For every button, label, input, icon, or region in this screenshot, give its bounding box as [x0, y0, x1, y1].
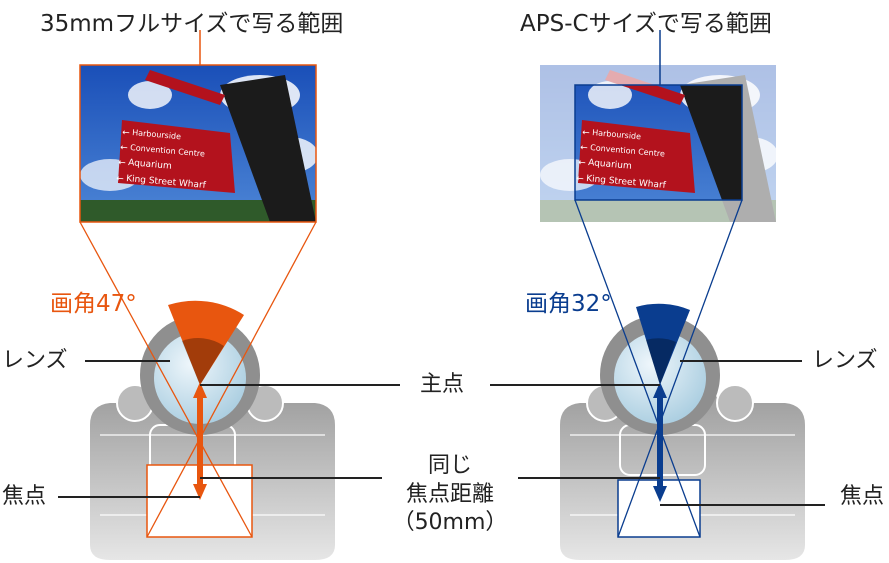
- lens-label-left: レンズ: [2, 348, 68, 373]
- aps-c-crop: Harbourside Convention Centre Aquarium K…: [575, 85, 742, 200]
- aps-c-angle-wedge: [636, 303, 690, 385]
- sign-aquarium: Aquarium: [128, 158, 172, 172]
- aps-c-angle-label: 画角32°: [525, 291, 612, 317]
- full-frame-photo: Harbourside Convention Centre Aquarium K…: [80, 65, 318, 222]
- aps-c-sign-aquarium: Aquarium: [588, 158, 632, 172]
- principal-point-label: 主点: [420, 372, 465, 397]
- same-focal-length-line2: 焦点距離: [405, 481, 494, 507]
- same-focal-length-line3: （50mm）: [392, 510, 508, 536]
- full-frame-title: 35mmフルサイズで写る範囲: [40, 11, 344, 37]
- lens-label-right: レンズ: [812, 348, 878, 373]
- aps-c-title: APS-Cサイズで写る範囲: [520, 11, 772, 37]
- focal-point-label-left: 焦点: [2, 484, 47, 509]
- same-focal-length-label: 同じ 焦点距離 （50mm）: [385, 452, 515, 538]
- same-focal-length-line1: 同じ: [427, 453, 472, 478]
- sign-harbourside: Harbourside: [132, 128, 182, 141]
- full-frame-angle-label: 画角47°: [50, 291, 137, 317]
- focal-point-label-right: 焦点: [840, 484, 885, 509]
- aps-c-sign-harbourside: Harbourside: [592, 128, 642, 141]
- full-frame-angle-wedge: [168, 300, 244, 385]
